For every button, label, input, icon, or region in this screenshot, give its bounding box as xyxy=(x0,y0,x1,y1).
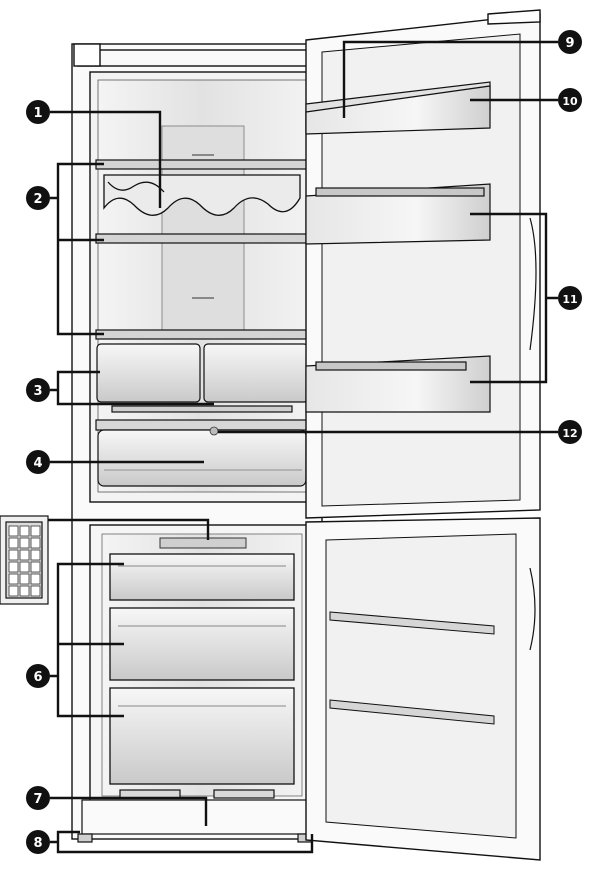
glass-shelf-middle xyxy=(95,233,309,244)
ice-cube-cell xyxy=(19,561,30,573)
ice-cube-cell xyxy=(8,549,19,561)
freezer-drawer-bottom xyxy=(109,687,295,785)
ice-cube-cell xyxy=(8,525,19,537)
door-bin-top xyxy=(305,85,491,135)
callout-badges: 1 2 3 4 6 7 8 9 xyxy=(26,30,582,854)
freezer-door-shelf-bottom xyxy=(329,699,495,725)
ice-cube-tray xyxy=(0,515,49,605)
chill-drawer xyxy=(95,419,309,487)
ice-cube-cell xyxy=(19,573,30,585)
ice-cube-cell xyxy=(8,561,19,573)
ice-cube-cell xyxy=(19,525,30,537)
callout-8: 8 xyxy=(26,830,50,854)
callout-9: 9 xyxy=(558,30,582,54)
callout-12: 12 xyxy=(558,420,582,444)
freezer-door xyxy=(305,517,541,861)
svg-text:1: 1 xyxy=(33,106,42,121)
glass-shelf-bottom xyxy=(95,329,309,340)
callout-4: 4 xyxy=(26,450,50,474)
svg-text:8: 8 xyxy=(33,836,42,851)
ice-cube-cell xyxy=(30,561,41,573)
freezer-drawer-top xyxy=(109,553,295,601)
callout-leaders xyxy=(48,40,558,854)
svg-text:4: 4 xyxy=(33,456,42,471)
freezer-door-shelf-top xyxy=(329,611,495,635)
vegetable-bin-left xyxy=(96,343,201,403)
svg-text:12: 12 xyxy=(562,427,577,440)
ice-cube-cell xyxy=(30,549,41,561)
svg-text:6: 6 xyxy=(33,670,42,685)
glass-shelf-top xyxy=(95,159,309,170)
callout-11: 11 xyxy=(558,286,582,310)
door-bins xyxy=(305,183,491,413)
svg-text:11: 11 xyxy=(562,293,577,306)
rear-air-duct xyxy=(161,125,245,333)
ice-cube-cell xyxy=(8,585,19,597)
callout-3: 3 xyxy=(26,378,50,402)
callout-2: 2 xyxy=(26,186,50,210)
fridge-door xyxy=(305,9,541,519)
ice-cube-cell xyxy=(30,525,41,537)
ice-cube-cell xyxy=(19,537,30,549)
foot-left xyxy=(77,833,93,843)
callout-6: 6 xyxy=(26,664,50,688)
ice-cube-cell xyxy=(19,549,30,561)
vegetable-bins xyxy=(96,343,309,413)
svg-text:7: 7 xyxy=(33,792,42,807)
ice-cube-cell xyxy=(8,573,19,585)
ice-cube-cell xyxy=(30,585,41,597)
svg-text:2: 2 xyxy=(33,192,42,207)
interior-lamp xyxy=(209,426,219,436)
base-plinth xyxy=(81,789,315,835)
svg-text:9: 9 xyxy=(565,36,574,51)
ice-cube-cell xyxy=(8,537,19,549)
freezer-drawers xyxy=(109,553,295,785)
callout-10: 10 xyxy=(558,88,582,112)
callout-7: 7 xyxy=(26,786,50,810)
svg-text:3: 3 xyxy=(33,384,42,399)
ice-cube-cell xyxy=(19,585,30,597)
freezer-drawer-middle xyxy=(109,607,295,681)
callout-1: 1 xyxy=(26,100,50,124)
ice-tray-lid xyxy=(159,537,247,549)
ice-cube-cell xyxy=(30,537,41,549)
wine-rack xyxy=(103,174,301,216)
svg-text:10: 10 xyxy=(562,95,578,108)
ice-cube-cell xyxy=(30,573,41,585)
vegetable-bin-right xyxy=(203,343,309,403)
